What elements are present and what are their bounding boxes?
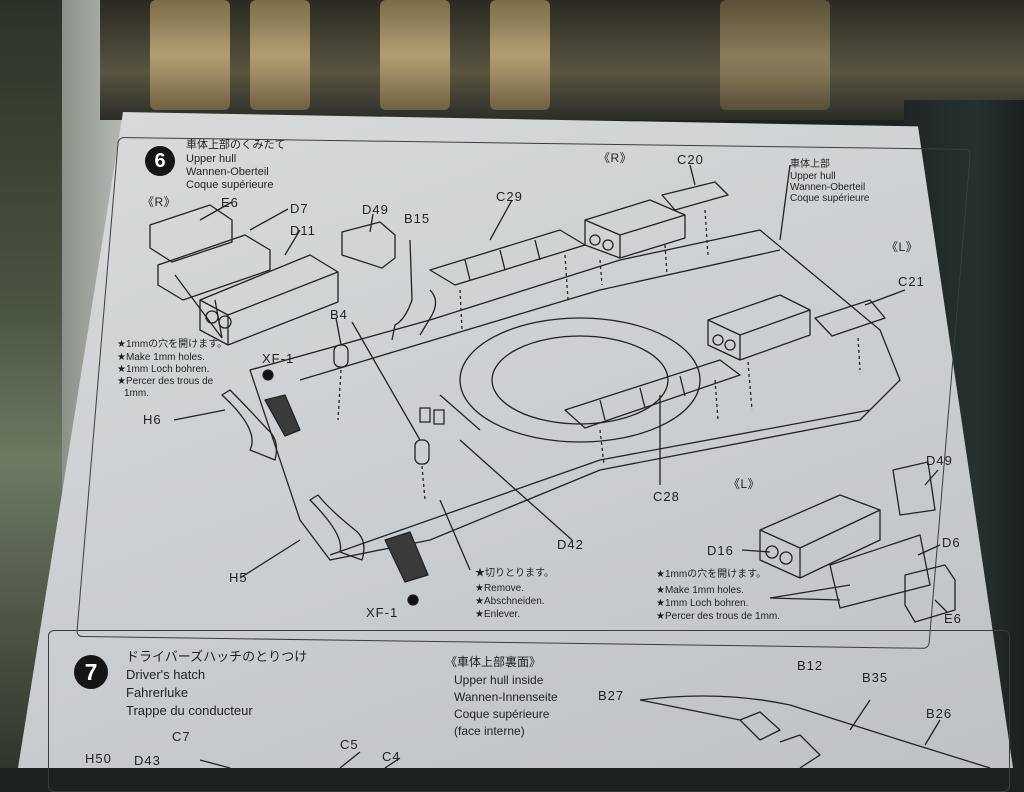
holes-note-left-fr: ★Percer des trous de (117, 376, 214, 387)
side-l-label-bottom: 《L》 (728, 477, 761, 491)
upper-hull-callout-fr: Coque supérieure (790, 193, 870, 204)
background-sprue-part (380, 0, 450, 110)
step-6-badge: 6 (145, 146, 175, 176)
background-sprue-part (720, 0, 830, 110)
holes-note-right-en: ★Make 1mm holes. (656, 585, 744, 596)
side-l-label-right: 《L》 (886, 240, 919, 254)
part-label-c20: C20 (677, 152, 704, 167)
remove-note-en: ★Remove. (475, 583, 524, 594)
part-label-d16: D16 (707, 543, 734, 558)
upper-hull-callout-de: Wannen-Oberteil (790, 182, 866, 193)
part-label-d6: D6 (942, 535, 961, 550)
part-label-h6: H6 (143, 412, 162, 427)
step-7-sub-fr-2: (face interne) (454, 724, 525, 738)
step-7-title-de: Fahrerluke (126, 685, 189, 700)
instruction-sheet (18, 112, 1013, 768)
upper-hull-callout-en: Upper hull (790, 171, 836, 182)
part-label-e6: E6 (221, 195, 239, 210)
part-label-c29: C29 (496, 189, 523, 204)
step-6-title-de: Wannen-Oberteil (186, 166, 269, 178)
step-7-sub-fr: Coque supérieure (454, 707, 550, 721)
part-label-c7: C7 (172, 729, 191, 744)
part-label-c28: C28 (653, 489, 680, 504)
step-6-title-en: Upper hull (186, 153, 237, 165)
part-label-b35: B35 (862, 670, 889, 685)
step-7-title-jp: ドライバーズハッチのとりつけ (126, 649, 308, 664)
side-r-label-left: 《R》 (142, 195, 177, 209)
step-7-title-fr: Trappe du conducteur (126, 703, 253, 718)
step-6-title-jp: 車体上部のくみたて (186, 139, 286, 151)
step-7-sub-en: Upper hull inside (454, 673, 544, 687)
part-label-b27: B27 (598, 688, 625, 703)
holes-note-right-jp: ★1mmの穴を開けます。 (656, 569, 767, 580)
part-label-d43: D43 (134, 753, 161, 768)
step-7-badge: 7 (74, 655, 108, 689)
background-sprue-part (490, 0, 550, 110)
part-label-b12: B12 (797, 658, 824, 673)
background-sprue-part (150, 0, 230, 110)
side-r-label-top: 《R》 (598, 151, 633, 165)
part-label-d7: D7 (290, 201, 309, 216)
part-label-d49-right: D49 (926, 453, 953, 468)
holes-note-right-fr: ★Percer des trous de 1mm. (656, 611, 781, 622)
holes-note-left-de: ★1mm Loch bohren. (117, 364, 210, 375)
part-label-h5: H5 (229, 570, 248, 585)
part-label-b4: B4 (330, 307, 348, 322)
background-sprue-part (250, 0, 310, 110)
part-label-c21: C21 (898, 274, 925, 289)
holes-note-left-fr-cont: 1mm. (124, 388, 149, 399)
holes-note-right-de: ★1mm Loch bohren. (656, 598, 749, 609)
step-6-title-fr: Coque supérieure (186, 179, 274, 191)
part-label-c4: C4 (382, 749, 401, 764)
step-7-sub-jp: 《車体上部裏面》 (445, 655, 542, 669)
part-label-b26: B26 (926, 706, 953, 721)
assembly-diagram (263, 370, 428, 605)
upper-hull-callout-jp: 車体上部 (790, 159, 830, 170)
part-label-b15: B15 (404, 211, 431, 226)
holes-note-left-jp: ★1mmの穴を開けます。 (117, 339, 228, 350)
holes-note-left-en: ★Make 1mm holes. (117, 352, 205, 363)
part-label-c5: C5 (340, 737, 359, 752)
remove-note-jp: ★切りとります。 (475, 568, 554, 579)
part-label-xf1-top: XF-1 (262, 351, 295, 366)
part-label-e6-right: E6 (944, 611, 962, 626)
part-label-h50: H50 (85, 751, 112, 766)
remove-note-fr: ★Enlever. (475, 609, 521, 620)
step-7-title-en: Driver's hatch (126, 667, 206, 682)
step-7-sub-de: Wannen-Innenseite (454, 690, 558, 704)
part-label-xf1-bottom: XF-1 (366, 605, 399, 620)
part-label-d11: D11 (290, 223, 316, 238)
remove-note-de: ★Abschneiden. (475, 596, 545, 607)
part-label-d42: D42 (557, 537, 584, 552)
part-label-d49: D49 (362, 202, 389, 217)
